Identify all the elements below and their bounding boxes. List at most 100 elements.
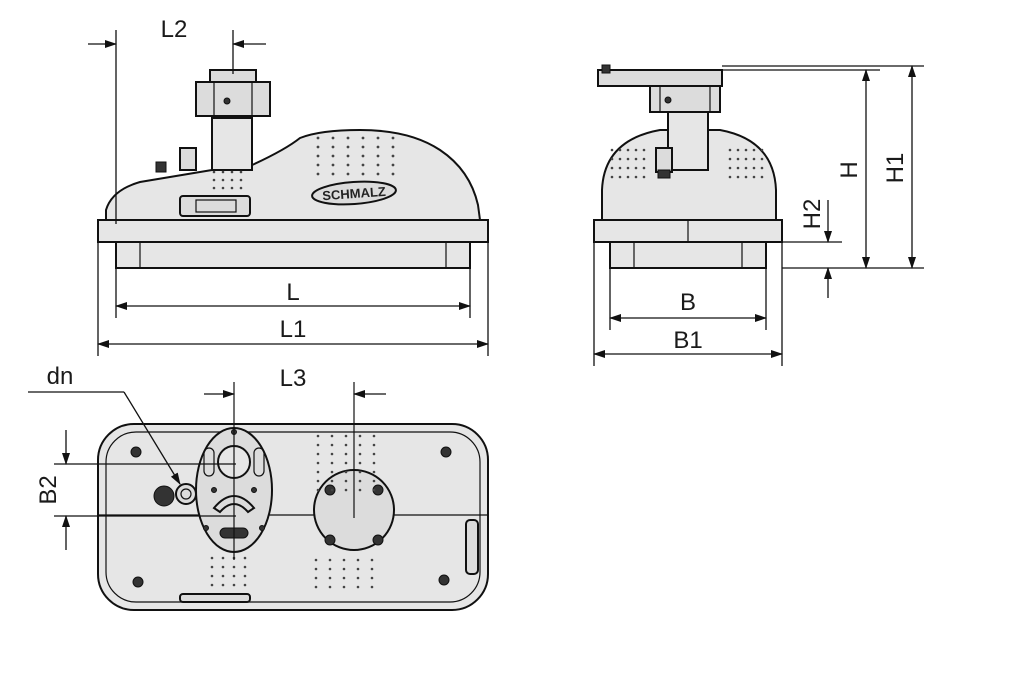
surface-dot — [344, 434, 348, 438]
side-screw-icon — [664, 96, 672, 104]
surface-dot — [330, 443, 334, 447]
surface-dot — [344, 479, 348, 483]
surface-dot — [342, 558, 346, 562]
surface-dot — [316, 461, 320, 465]
surface-dot — [358, 488, 362, 492]
surface-dot — [634, 148, 638, 152]
top-view: L3 B2 dn — [28, 363, 489, 611]
surface-dot — [361, 163, 365, 167]
surface-dot — [626, 166, 630, 170]
side-stem — [667, 109, 709, 171]
surface-dot — [376, 136, 380, 140]
surface-dot — [330, 434, 334, 438]
surface-dot — [344, 488, 348, 492]
surface-dot — [358, 443, 362, 447]
bottom-slot — [179, 593, 251, 603]
surface-dot — [760, 175, 764, 179]
surface-dot — [370, 558, 374, 562]
dn-port — [175, 483, 197, 505]
surface-dot — [314, 585, 318, 589]
dim-dn: dn — [47, 363, 74, 390]
surface-dot — [391, 163, 395, 167]
surface-dot — [356, 558, 360, 562]
corner-hole-icon — [438, 574, 450, 586]
surface-dot — [342, 567, 346, 571]
surface-dot — [376, 145, 380, 149]
side-slot — [465, 519, 479, 575]
surface-dot — [358, 470, 362, 474]
side-dome — [601, 129, 777, 221]
dim-l1: L1 — [280, 316, 307, 343]
surface-dot — [342, 585, 346, 589]
surface-dot — [342, 576, 346, 580]
surface-dot — [642, 148, 646, 152]
surface-dot — [316, 154, 320, 158]
surface-dot — [744, 148, 748, 152]
surface-dot — [736, 157, 740, 161]
side-dot-pattern — [610, 148, 764, 179]
surface-dot — [728, 157, 732, 161]
dim-h1: H1 — [882, 153, 909, 184]
surface-dot — [344, 470, 348, 474]
side-foam-pad — [609, 241, 767, 269]
side-valve — [655, 147, 673, 173]
surface-dot — [610, 166, 614, 170]
front-housing — [105, 128, 482, 221]
surface-dot — [212, 178, 216, 182]
surface-dot — [744, 157, 748, 161]
surface-dot — [316, 443, 320, 447]
side-view: H H1 H2 B B1 — [593, 64, 924, 366]
surface-dot — [221, 186, 225, 190]
surface-dot — [736, 166, 740, 170]
surface-dot — [618, 148, 622, 152]
surface-dot — [232, 565, 236, 569]
surface-dot — [243, 583, 247, 587]
surface-dot — [760, 148, 764, 152]
surface-dot — [728, 166, 732, 170]
vacuum-port-icon — [153, 485, 175, 507]
surface-dot — [344, 443, 348, 447]
surface-dot — [346, 163, 350, 167]
surface-dot — [752, 148, 756, 152]
side-connector-head — [649, 85, 721, 113]
surface-dot — [610, 157, 614, 161]
dim-l3: L3 — [280, 365, 307, 392]
surface-dot — [212, 170, 216, 174]
surface-dot — [356, 585, 360, 589]
surface-dot — [370, 567, 374, 571]
surface-dot — [316, 452, 320, 456]
surface-dot — [372, 470, 376, 474]
side-valve-knob — [657, 169, 671, 179]
surface-dot — [372, 443, 376, 447]
surface-dot — [376, 172, 380, 176]
surface-dot — [346, 136, 350, 140]
surface-dot — [752, 157, 756, 161]
surface-dot — [376, 154, 380, 158]
surface-dot — [328, 576, 332, 580]
surface-dot — [331, 163, 335, 167]
surface-dot — [391, 136, 395, 140]
surface-dot — [634, 157, 638, 161]
dim-b2: B2 — [35, 475, 62, 504]
front-view: SCHMALZ L2 L L1 — [88, 16, 489, 356]
surface-dot — [316, 172, 320, 176]
surface-dot — [642, 157, 646, 161]
surface-dot — [328, 567, 332, 571]
surface-dot — [221, 556, 225, 560]
surface-dot — [314, 576, 318, 580]
surface-dot — [736, 175, 740, 179]
surface-dot — [610, 148, 614, 152]
surface-dot — [744, 166, 748, 170]
surface-dot — [243, 565, 247, 569]
surface-dot — [316, 488, 320, 492]
front-dot-pattern — [212, 136, 395, 190]
surface-dot — [221, 170, 225, 174]
side-flange-tab — [601, 64, 611, 74]
surface-dot — [760, 166, 764, 170]
front-screw-icon — [223, 97, 231, 105]
surface-dot — [210, 574, 214, 578]
surface-dot — [330, 488, 334, 492]
surface-dot — [376, 163, 380, 167]
surface-dot — [642, 175, 646, 179]
surface-dot — [330, 452, 334, 456]
